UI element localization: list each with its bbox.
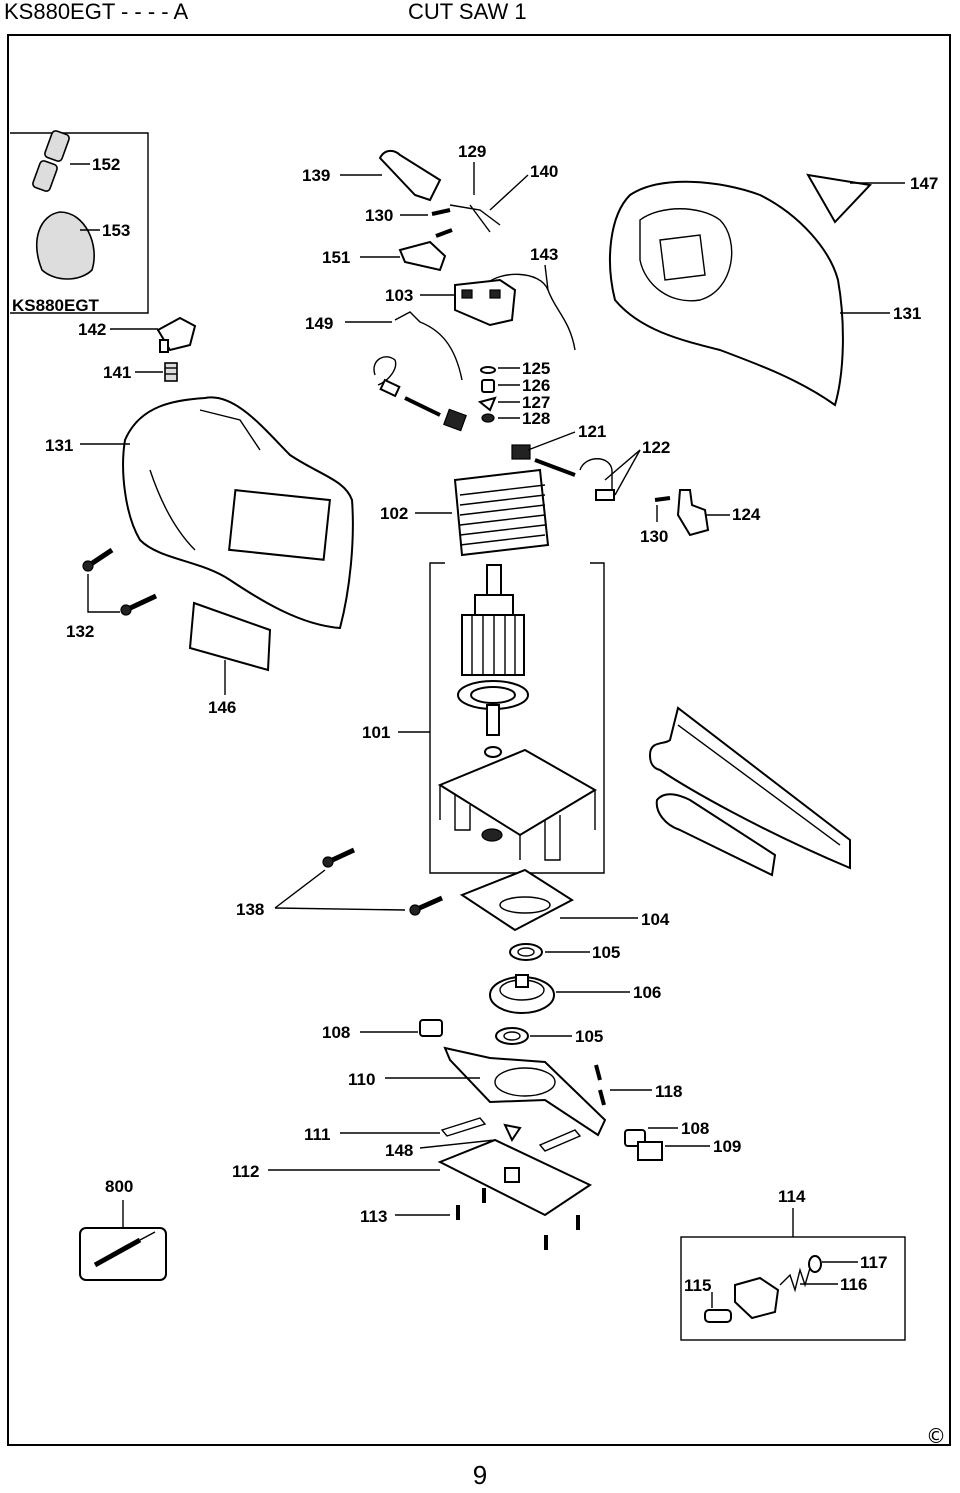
label-114: 114 — [778, 1187, 806, 1206]
part-149-wire-drawing — [394, 311, 463, 381]
label-128: 128 — [522, 409, 550, 428]
label-121: 121 — [578, 422, 606, 441]
part-152-clip-drawing — [32, 130, 70, 192]
label-113: 113 — [360, 1207, 387, 1226]
page-number: 9 — [472, 1460, 488, 1490]
part-141-spring-drawing — [164, 362, 178, 382]
part-113-screws-drawing — [456, 1188, 580, 1250]
label-146: 146 — [208, 698, 236, 717]
label-147: 147 — [910, 174, 938, 193]
part-109-pad-drawing — [637, 1141, 663, 1161]
part-130-screws-drawing — [431, 208, 453, 238]
part-102-stator-drawing — [453, 468, 550, 557]
label-129: 129 — [458, 142, 486, 161]
part-121-brush-holder-drawing — [511, 444, 531, 460]
part-139-boot-drawing — [378, 149, 442, 202]
label-101: 101 — [362, 723, 390, 742]
part-103-switch-drawing — [454, 278, 517, 327]
label-109: 109 — [713, 1137, 741, 1156]
label-104: 104 — [641, 910, 670, 929]
part-147-wedge-drawing — [806, 173, 873, 224]
label-106: 106 — [633, 983, 661, 1002]
part-131-right-housing-drawing — [609, 180, 844, 407]
label-105-bottom: 105 — [575, 1027, 603, 1046]
part-142-lever-drawing — [156, 316, 197, 353]
part-146-label-plate-drawing — [188, 601, 272, 672]
label-108-left: 108 — [322, 1023, 350, 1042]
diagram-frame — [7, 34, 951, 1446]
part-151-clamp-drawing — [398, 240, 447, 272]
label-103: 103 — [385, 286, 413, 305]
label-110: 110 — [348, 1070, 375, 1089]
label-143: 143 — [530, 245, 558, 264]
part-104-plate-drawing — [459, 868, 574, 932]
part-111-leaf-spring-drawing — [440, 1117, 487, 1137]
part-108-pad-left-drawing — [419, 1019, 443, 1037]
label-122: 122 — [642, 438, 670, 457]
part-124-trigger-lever-drawing — [676, 489, 710, 537]
part-110-slider-drawing — [443, 1046, 607, 1137]
copyright-symbol: © — [926, 1424, 946, 1448]
label-127: 127 — [522, 393, 550, 412]
accessory-inset-box — [10, 132, 149, 314]
part-105-bearing-top-drawing — [509, 943, 543, 961]
part-138-screws-drawing — [322, 847, 444, 916]
label-149: 149 — [305, 314, 333, 333]
label-118: 118 — [655, 1082, 682, 1101]
model-code: KS880EGT - - - - A — [4, 0, 189, 24]
saw-blades-drawing — [648, 706, 851, 877]
label-151: 151 — [322, 248, 350, 267]
part-101-armature-drawing — [437, 564, 597, 861]
part-106-gear-drawing — [489, 974, 555, 1014]
label-117: 117 — [860, 1253, 887, 1272]
label-102: 102 — [380, 504, 408, 523]
label-131-right: 131 — [893, 304, 921, 323]
label-800: 800 — [105, 1177, 133, 1196]
part-132-screws-drawing — [82, 547, 158, 616]
part-105-bearing-bottom-drawing — [495, 1027, 529, 1045]
part-114-lock-assembly-drawing — [704, 1255, 822, 1323]
label-105-top: 105 — [592, 943, 620, 962]
label-130-top: 130 — [365, 206, 393, 225]
part-125-128-small-parts-drawing — [477, 366, 497, 423]
label-132: 132 — [66, 622, 94, 641]
label-124: 124 — [732, 505, 761, 524]
label-111: 111 — [304, 1125, 331, 1144]
label-112: 112 — [232, 1162, 259, 1181]
label-130-right: 130 — [640, 527, 668, 546]
label-126: 126 — [522, 376, 550, 395]
label-115: 115 — [684, 1276, 711, 1295]
label-131-left: 131 — [45, 436, 73, 455]
inset-model-label: KS880EGT — [12, 296, 100, 315]
label-116: 116 — [840, 1275, 867, 1294]
part-153-cap-drawing — [36, 211, 95, 280]
label-153: 153 — [102, 221, 130, 240]
label-139: 139 — [302, 166, 330, 185]
label-148: 148 — [385, 1141, 413, 1160]
part-800-accessory-box — [79, 1227, 167, 1281]
label-140: 140 — [530, 162, 558, 181]
label-152: 152 — [92, 155, 120, 174]
label-108-right: 108 — [681, 1119, 709, 1138]
label-125: 125 — [522, 359, 550, 378]
page-title: CUT SAW 1 — [408, 0, 527, 24]
label-141: 141 — [103, 363, 131, 382]
label-142: 142 — [78, 320, 106, 339]
label-138: 138 — [236, 900, 264, 919]
